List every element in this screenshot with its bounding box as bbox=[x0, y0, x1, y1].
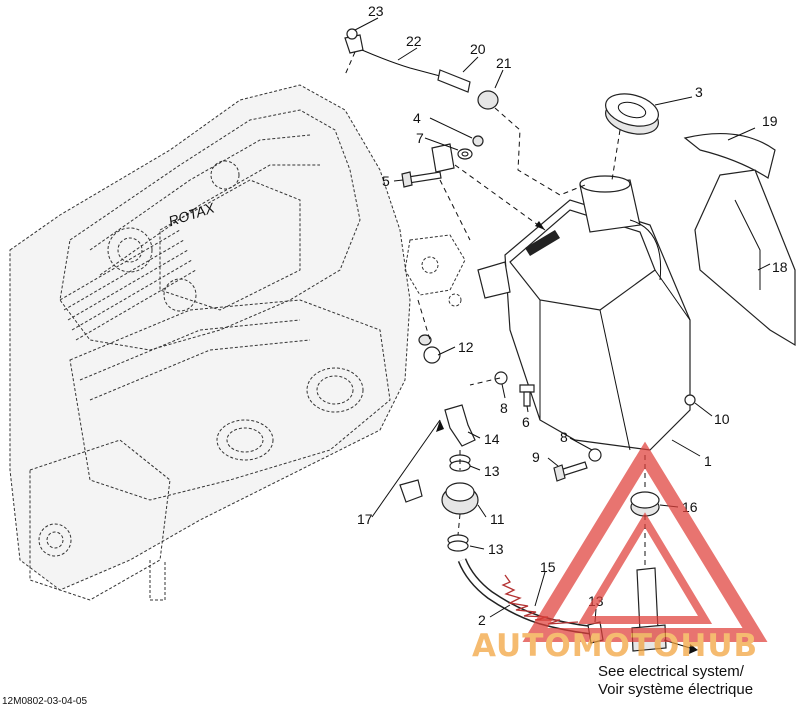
callout-11: 11 bbox=[490, 511, 505, 527]
fasteners bbox=[401, 135, 696, 482]
callout-labels: 23 22 20 21 4 7 5 3 19 18 12 8 6 10 8 9 … bbox=[357, 3, 788, 628]
watermark-logo: AUTOMOTOHUB bbox=[472, 441, 768, 664]
callout-18: 18 bbox=[772, 259, 788, 275]
mounting-bracket bbox=[694, 169, 796, 347]
drawing-code: 12M0802-03-04-05 bbox=[2, 696, 87, 707]
reservoir-tank bbox=[477, 175, 691, 451]
callout-8-upper: 8 bbox=[500, 400, 508, 416]
electrical-note-fr: Voir système électrique bbox=[598, 681, 753, 698]
engine-block bbox=[9, 84, 466, 601]
callout-20: 20 bbox=[470, 41, 486, 57]
callout-21: 21 bbox=[496, 55, 512, 71]
callout-6: 6 bbox=[522, 414, 530, 430]
callout-15: 15 bbox=[540, 559, 556, 575]
callout-5: 5 bbox=[382, 173, 390, 189]
callout-9: 9 bbox=[532, 449, 540, 465]
watermark-text: AUTOMOTOHUB bbox=[472, 628, 758, 664]
callout-14: 14 bbox=[484, 431, 500, 447]
callout-13-upper: 13 bbox=[484, 463, 500, 479]
callout-23: 23 bbox=[368, 3, 384, 19]
callout-4: 4 bbox=[413, 110, 421, 126]
reservoir-cap bbox=[605, 93, 659, 135]
callout-8-lower: 8 bbox=[560, 429, 568, 445]
callout-12: 12 bbox=[458, 339, 474, 355]
leader-lines bbox=[344, 17, 771, 623]
heat-shield bbox=[683, 133, 776, 179]
breather-assembly bbox=[344, 28, 499, 110]
callout-13-lower: 13 bbox=[488, 541, 504, 557]
callout-3: 3 bbox=[695, 84, 703, 100]
callout-10: 10 bbox=[714, 411, 730, 427]
callout-22: 22 bbox=[406, 33, 422, 49]
callout-2: 2 bbox=[478, 612, 486, 628]
callout-17: 17 bbox=[357, 511, 373, 527]
callout-1: 1 bbox=[704, 453, 712, 469]
electrical-note-en: See electrical system/ bbox=[598, 663, 745, 680]
hose-assembly bbox=[399, 404, 698, 654]
callout-7: 7 bbox=[416, 130, 424, 146]
callout-19: 19 bbox=[762, 113, 778, 129]
